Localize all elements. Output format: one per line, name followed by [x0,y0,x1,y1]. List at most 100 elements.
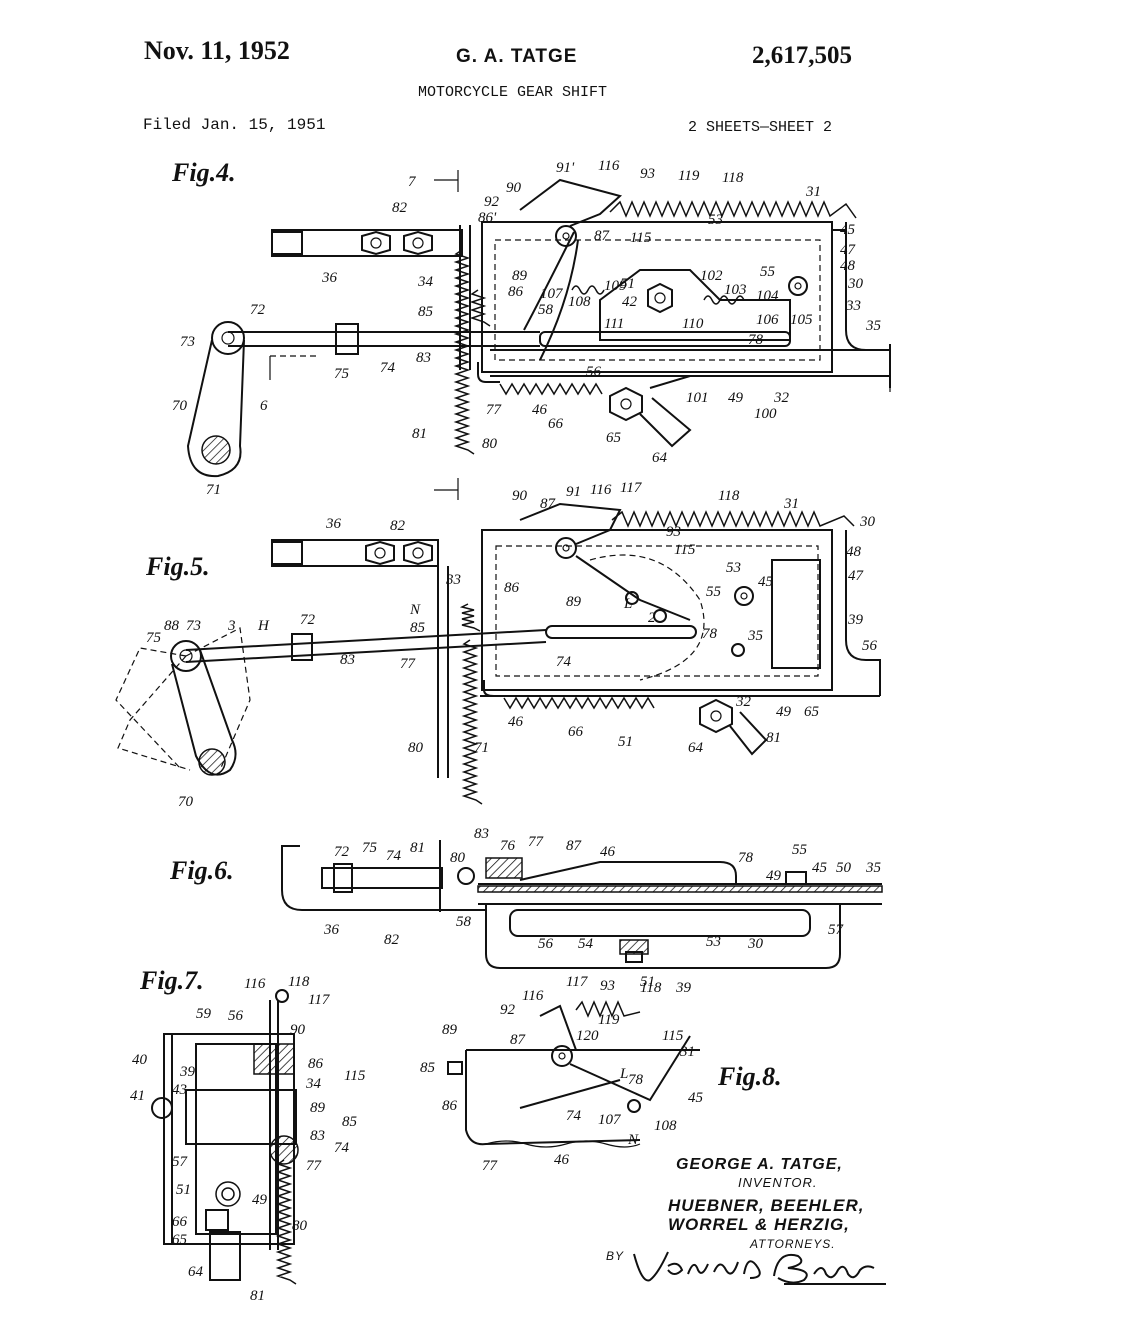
fig4-ref-102: 102 [700,268,723,284]
fig5-ref-53: 53 [726,560,741,576]
fig5-block-39 [771,559,821,669]
fig6-pin-83 [457,867,475,885]
fig7-pedal-64 [209,1231,241,1281]
fig5-ref-2: 2 [648,610,656,626]
fig6-ref-51: 51 [640,974,655,990]
fig6-ref-72: 72 [334,844,350,860]
figure-4-label: Fig.4. [172,158,236,187]
fig7-housing [163,1033,295,1245]
fig5-ref-64: 64 [688,740,704,756]
fig5-ref-70: 70 [178,794,194,810]
fig7-ref-85: 85 [342,1114,358,1130]
fig5-nut-left [365,540,395,566]
fig4-ref-36: 36 [321,270,338,286]
fig5-detent-arm [519,502,622,545]
fig8-ref-89: 89 [442,1022,458,1038]
fig5-ref-74: 74 [556,654,572,670]
fig8-arm-115 [569,1035,691,1102]
filing-date: Filed Jan. 15, 1951 [143,116,326,134]
fig4-ref-32: 32 [773,390,790,406]
fig5-ref-47: 47 [848,568,865,584]
fig5-pivot-55 [734,586,754,606]
fig5-housing [481,529,833,691]
fig4-ref-116: 116 [598,158,620,174]
fig5-pedal-64 [729,711,768,756]
fig7-bolt-41 [151,1097,173,1119]
fig4-ref-108: 108 [568,294,591,310]
fig5-ref-45: 45 [758,574,774,590]
fig4-ref-85: 85 [418,304,434,320]
fig5-ref-49: 49 [776,704,792,720]
fig6-nut-55 [785,871,807,885]
fig4-nut-bore-right [412,237,424,249]
fig4-ref-53: 53 [708,212,723,228]
fig5-bracket-77 [483,680,495,697]
fig4-ref-82: 82 [392,200,408,216]
fig4-housing-hidden [494,239,821,361]
fig6-ref-30: 30 [747,936,764,952]
fig4-ref-107: 107 [540,286,564,302]
fig4-ref-86: 86 [508,284,524,300]
fig4-ref-71: 71 [206,482,221,498]
figure-6-label: Fig.6. [170,856,234,885]
fig4-ref-51: 51 [620,276,635,292]
figure-8-label: Fig.8. [718,1062,782,1091]
fig5-spring-118 [611,510,855,528]
fig4-ref-87: 87 [594,228,611,244]
fig7-ref-118: 118 [288,974,310,990]
fig5-ref-72: 72 [300,612,316,628]
fig5-side-plate [845,530,881,696]
fig4-ref-80: 80 [482,436,498,452]
fig4-spring-118 [609,200,857,219]
fig6-ref-35: 35 [865,860,882,876]
fig5-cam-path [589,554,705,681]
fig4-ref-30: 30 [847,276,864,292]
handwritten-signature [633,1251,886,1285]
fig5-ref-73: 73 [186,618,201,634]
fig4-ref-55: 55 [760,264,776,280]
fig6-slide-bar [509,909,811,937]
fig8-ref-78: 78 [628,1072,644,1088]
fig6-ref-46: 46 [600,844,616,860]
fig5-ref-75: 75 [146,630,162,646]
fig5-ref-81: 81 [766,730,781,746]
fig7-ref-77: 77 [306,1158,323,1174]
fig4-ref-33: 33 [845,298,861,314]
fig4-ref-78: 78 [748,332,764,348]
fig4-ref-115: 115 [630,230,652,246]
fig8-ref-108: 108 [654,1118,677,1134]
fig8-ref-85: 85 [420,1060,436,1076]
fig5-ref-36: 36 [325,516,342,532]
fig4-ref-56: 56 [586,364,602,380]
by-label: BY [606,1249,625,1263]
fig5-rod-bottom [185,641,547,663]
fig4-spring-46 [499,382,603,396]
fig8-ref-117: 117 [566,974,589,990]
fig8-spring-118 [575,1000,641,1018]
fig4-ref-46: 46 [532,402,548,418]
signature-stroke [633,1251,886,1285]
fig5-ghost-N [115,647,187,769]
fig4-arm-51 [649,375,691,389]
fig5-detent-H [731,643,745,657]
fig5-pivot-87-pin [562,544,570,552]
fig5-ref-93: 93 [666,524,681,540]
fig4-ref-77: 77 [486,402,503,418]
fig8-ref-118: 118 [640,980,662,996]
fig4-lever-arm [186,339,245,478]
fig5-nut-65-bore [710,710,722,722]
fig8-ref-31: 31 [679,1044,695,1060]
fig7-ref-74: 74 [334,1140,350,1156]
fig4-spring-103 [703,295,745,305]
fig8-ref-92: 92 [500,1002,516,1018]
inventor-role: INVENTOR. [738,1175,818,1190]
fig5-bar-end [271,541,303,565]
fig6-frame-36 [281,845,486,911]
fig7-ref-59: 59 [196,1006,212,1022]
fig4-pivot-87-pin [562,232,570,240]
fig5-ref-51: 51 [618,734,633,750]
fig7-ref-66: 66 [172,1214,188,1230]
